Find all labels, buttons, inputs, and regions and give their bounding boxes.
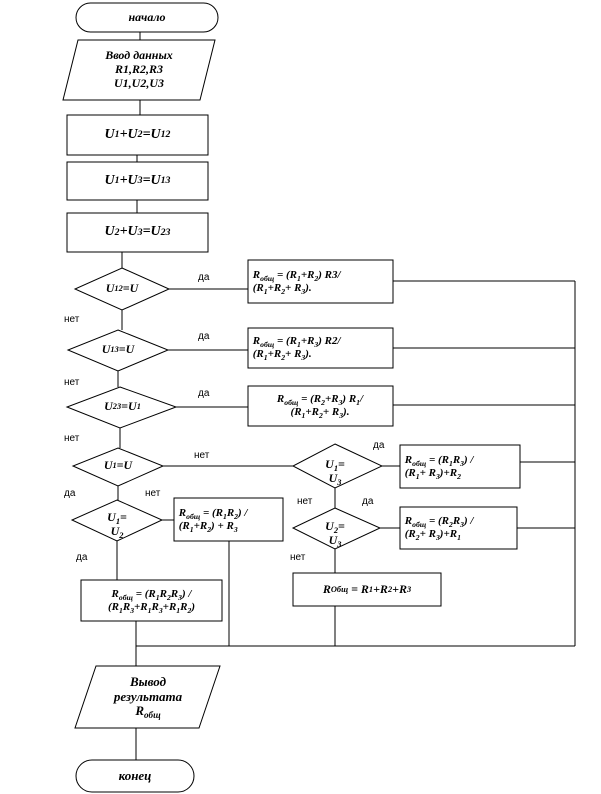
label-yes-7: да [362, 496, 374, 507]
label-yes-3: да [198, 388, 210, 399]
result-text-4: Rобщ = (R1R3) / (R1+ R3)+R2 [402, 453, 474, 481]
result-box-6 [173, 497, 284, 542]
result-box-7 [292, 572, 442, 607]
input-line-1: Ввод данных [105, 48, 173, 63]
decision-u1 [71, 447, 165, 487]
output-line-2: результата [113, 688, 183, 704]
result-text-6: Rобщ = (R1R2) / (R1+R2) + R3 [176, 506, 248, 534]
label-no-6: нет [297, 496, 313, 507]
input-line-3: U1,U2,U3 [114, 75, 164, 90]
decision-u2-u3 [291, 507, 382, 550]
decision-u1-u3-label: U1=U3 [325, 457, 345, 487]
output-line-3: R [135, 703, 144, 719]
input-parallelogram [62, 39, 216, 101]
input-line-2: R1,R2,R3 [114, 62, 163, 77]
process-box-u13 [66, 161, 209, 201]
label-no-7: нет [290, 552, 306, 563]
result-box-3 [247, 385, 394, 427]
label-no-3: нет [64, 433, 80, 444]
process-box-u12 [66, 114, 209, 156]
result-box-4 [399, 444, 521, 489]
result-box-5 [399, 506, 518, 550]
start-terminator [75, 2, 219, 33]
label-yes-4: да [64, 488, 76, 499]
process-box-u23 [66, 212, 209, 253]
label-yes-5: да [76, 552, 88, 563]
decision-u2-u3-label: U2=U3 [325, 519, 345, 549]
decision-u13 [66, 329, 170, 372]
result-text-8: Rобщ = (R1R2R3) /(R1R3+R1R3+R1R2) [108, 587, 195, 615]
end-terminator [75, 759, 195, 793]
result-box-2 [247, 327, 394, 369]
result-text-5: Rобщ = (R2R3) / (R2+ R3)+R1 [402, 515, 474, 542]
result-box-8 [80, 579, 223, 622]
output-line-3-sub: общ [144, 710, 161, 721]
output-parallelogram [74, 665, 221, 729]
start-label: начало [128, 9, 166, 24]
end-label: конец [118, 767, 152, 783]
decision-u1-u3 [291, 443, 384, 489]
decision-u1-u2 [70, 499, 164, 542]
label-no-1: нет [64, 314, 80, 325]
result-text-3: Rобщ = (R2+R3) R1/(R1+R2+ R3). [276, 393, 364, 420]
decision-u1-u2-label: U1=U2 [107, 510, 127, 540]
decision-u23 [65, 386, 178, 429]
label-yes-2: да [198, 331, 210, 342]
result-text-2: Rобщ = (R1+R3) R2/ (R1+R2+ R3). [250, 335, 341, 362]
label-no-5: нет [145, 488, 161, 499]
result-text-1: Rобщ = (R1+R2) R3/ (R1+R2+ R3). [250, 268, 341, 296]
input-label: Ввод данных R1,R2,R3 U1,U2,U3 [70, 40, 208, 100]
output-label: Вывод результата Rобщ [85, 668, 211, 726]
result-box-1 [247, 259, 394, 304]
label-no-2: нет [64, 377, 80, 388]
decision-u12 [73, 267, 171, 311]
output-line-1: Вывод [129, 673, 167, 689]
label-yes-6: да [373, 440, 385, 451]
connectors [116, 32, 576, 760]
label-yes-1: да [198, 272, 210, 283]
label-no-4: нет [194, 450, 210, 461]
